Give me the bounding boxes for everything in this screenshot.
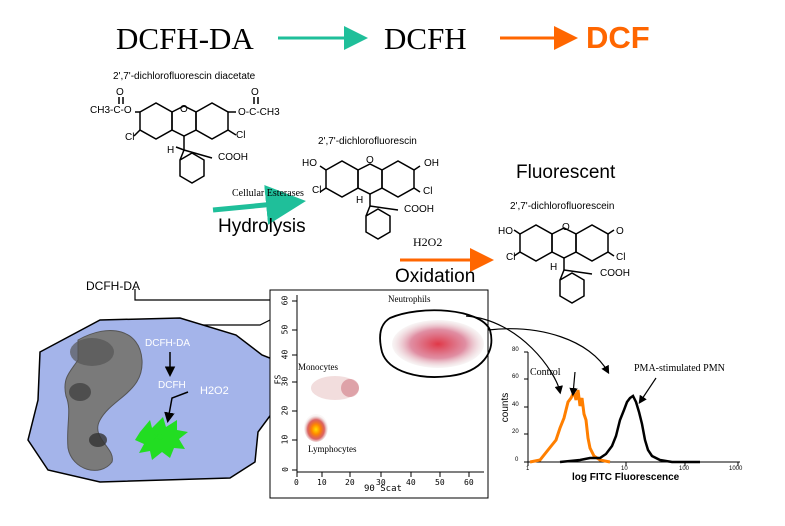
molecule3-h: H	[550, 262, 558, 273]
lymphocytes-label: Lymphocytes	[308, 444, 357, 454]
scatter-plot	[269, 289, 493, 499]
fluorescent-label: Fluorescent	[516, 162, 616, 183]
scatter-ytick-40: 40	[280, 349, 290, 360]
molecule3-cl-right: Cl	[616, 252, 626, 263]
histogram-xtick-1000: 1000	[729, 466, 743, 472]
scatter-ytick-30: 30	[280, 376, 290, 387]
molecule3-o: O	[616, 226, 624, 237]
scatter-ytick-10: 10	[280, 434, 290, 445]
neutrophils-label: Neutrophils	[388, 294, 431, 304]
pointer-to-pma	[487, 328, 610, 375]
scatter-xlabel: 90 Scat	[364, 484, 402, 494]
cell-shape	[27, 317, 291, 483]
scatter-xtick-50: 50	[435, 478, 445, 487]
cell-arrow-dcf	[164, 391, 189, 423]
control-label: Control	[530, 367, 561, 378]
molecule1-structure	[118, 97, 259, 184]
molecule2-cooh: COOH	[404, 204, 434, 215]
scatter-xtick-20: 20	[345, 478, 355, 487]
histogram-xtick-1: 1	[526, 466, 530, 472]
histogram-ytick-80: 80	[512, 347, 519, 353]
histogram-ytick-60: 60	[512, 374, 519, 380]
cell-dcf: DCF	[150, 432, 169, 442]
molecule1-name: 2',7'-dichlorofluorescin diacetate	[113, 71, 256, 82]
molecule1-left-group: CH3-C-O	[90, 105, 132, 116]
molecule2-oh: OH	[424, 158, 439, 169]
cell-dcfhda: DCFH-DA	[145, 338, 190, 349]
molecule2-structure	[319, 160, 421, 240]
molecule1-h: H	[167, 145, 175, 156]
molecule2-cl-right: Cl	[423, 186, 433, 197]
molecule2-h: H	[356, 195, 364, 206]
molecule1-cl-right: Cl	[236, 130, 246, 141]
molecule1-ring-o: O	[180, 104, 188, 115]
scatter-ytick-60: 60	[280, 295, 290, 306]
scatter-ytick-50: 50	[280, 324, 290, 335]
histogram-ytick-0: 0	[515, 457, 519, 463]
histogram-plot	[524, 351, 740, 466]
histogram-xlabel: log FITC Fluorescence	[572, 472, 680, 483]
histogram-xtick-10: 10	[621, 466, 628, 472]
oxidation-label: Oxidation	[395, 266, 476, 287]
molecule3-cooh: COOH	[600, 268, 630, 279]
header-dcfh: DCFH	[384, 21, 467, 56]
molecule3-structure	[513, 224, 615, 304]
monocytes-label: Monocytes	[298, 362, 338, 372]
header-dcf: DCF	[586, 20, 650, 55]
scatter-xtick-10: 10	[317, 478, 327, 487]
molecule1-cl-left: Cl	[125, 132, 135, 143]
hydrolysis-label: Hydrolysis	[218, 216, 306, 237]
molecule2-ring-o: O	[366, 155, 374, 166]
molecule2-ho: HO	[302, 158, 317, 169]
scatter-xtick-30: 30	[376, 478, 386, 487]
molecule3-cl-left: Cl	[506, 252, 516, 263]
molecule3-ho: HO	[498, 226, 513, 237]
histogram-ytick-40: 40	[512, 402, 519, 408]
molecule1-right-group: O-C-CH3	[238, 107, 280, 118]
h2o2-label: H2O2	[413, 235, 443, 249]
scatter-xtick-0: 0	[294, 478, 299, 487]
molecule2-cl-left: Cl	[312, 185, 322, 196]
cell-dcfh: DCFH	[158, 380, 186, 391]
molecule3-name: 2',7'-dichlorofluorescein	[510, 201, 615, 212]
hydrolysis-arrow	[212, 184, 306, 225]
pointer-to-control	[465, 315, 563, 395]
pma-label: PMA-stimulated PMN	[634, 363, 725, 374]
scatter-ytick-0: 0	[280, 467, 290, 472]
molecule2-name: 2',7'-dichlorofluorescin	[318, 136, 417, 147]
cell-h2o2: H2O2	[200, 385, 229, 397]
molecule1-o2: O	[251, 87, 259, 98]
header-dcfhda: DCFH-DA	[116, 21, 254, 56]
histogram-ylabel: counts	[500, 392, 512, 423]
cellular-esterases-label: Cellular Esterases	[232, 188, 304, 199]
histogram-ytick-20: 20	[512, 429, 519, 435]
molecule3-ring-o: O	[562, 222, 570, 233]
dcfhda-left-label: DCFH-DA	[86, 279, 140, 293]
scatter-xtick-40: 40	[406, 478, 416, 487]
molecule1-o1: O	[116, 87, 124, 98]
histogram-xtick-100: 100	[679, 466, 690, 472]
scatter-xtick-60: 60	[464, 478, 474, 487]
molecule1-cooh: COOH	[218, 152, 248, 163]
scatter-ytick-20: 20	[280, 405, 290, 416]
